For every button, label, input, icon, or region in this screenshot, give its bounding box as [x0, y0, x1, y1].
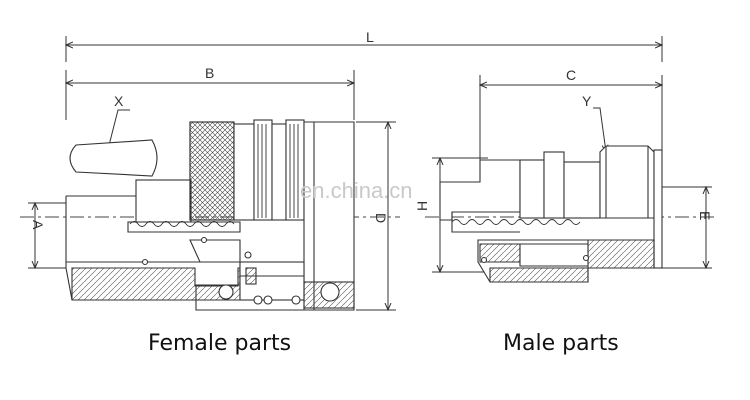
dim-label-c: C: [566, 67, 576, 83]
dim-label-a: A: [30, 220, 46, 230]
female-coupling: [65, 119, 355, 311]
dim-label-e: E: [697, 211, 713, 220]
dim-label-y: Y: [582, 93, 592, 109]
dim-label-b: B: [205, 65, 214, 81]
dim-label-x: X: [114, 93, 124, 109]
male-coupling: [439, 145, 663, 283]
female-parts-caption: Female parts: [148, 331, 292, 356]
dim-label-l: L: [366, 29, 374, 45]
watermark: en.china.cn: [300, 178, 413, 203]
dim-label-h: H: [414, 201, 430, 211]
dim-label-d: D: [373, 213, 389, 223]
male-parts-caption: Male parts: [503, 331, 619, 356]
